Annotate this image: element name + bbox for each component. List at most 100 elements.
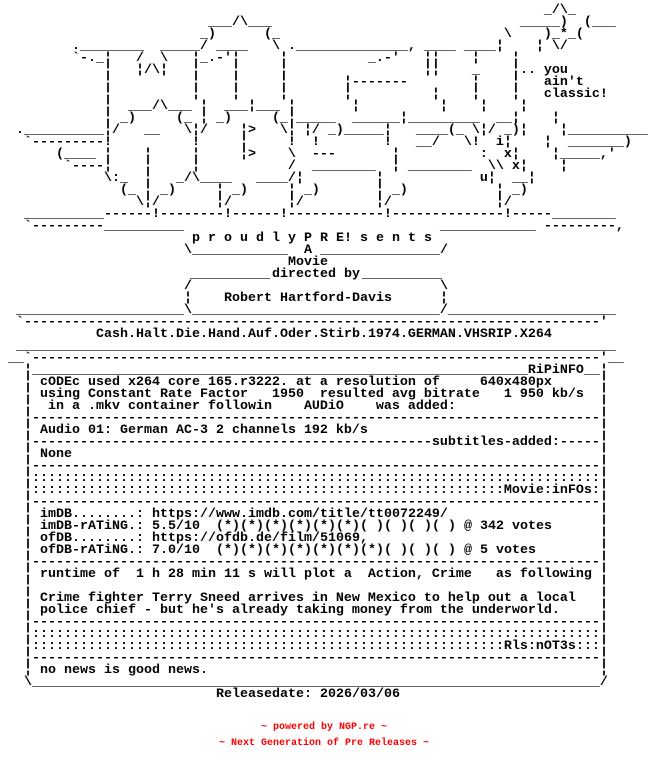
frame-line: \____________ [184, 243, 288, 258]
frame-row: ________________________________________… [0, 339, 648, 354]
a-text: A [304, 243, 312, 258]
logo-art-line: __________------!--------!------!-------… [0, 207, 616, 222]
frame-line: _____________________\__________________… [16, 303, 616, 318]
frame-line: _______________/ [320, 243, 448, 258]
codec-row: cODEc used x264 core 165.r3222. at a res… [0, 375, 648, 390]
logo-art-line: .________ _____/ ____ \ .______________,… [0, 39, 568, 54]
subtitles-info: None [32, 447, 72, 462]
colon-separator: ::::::::::::::::::::::::::::::::::::::::… [32, 627, 600, 642]
ofdb-row: ofDB........: https://ofdb.de/film/51069… [0, 531, 648, 546]
codec-info: cODEc used x264 core 165.r3222. at a res… [32, 375, 552, 390]
dash-separator: ----------------------------------------… [32, 651, 600, 666]
runtime-row: runtime of 1 h 28 min 11 s will plot a A… [0, 568, 648, 581]
frame-char: ¦ [184, 291, 192, 306]
presents-text: p r o u d l y P R E! s e n t s [192, 231, 432, 246]
frame-row: _____________________\__________________… [0, 303, 648, 318]
director-name: Robert Hartford-Davis [224, 291, 392, 306]
imdb-row: imDB........: https://www.imdb.com/title… [0, 507, 648, 522]
logo-art-line: `-._¦ / \ ¦_.-'¦ ¦ _.-' ¦¦ ¦ ¦ [0, 51, 520, 66]
notes-header: ::::::::::::::::::::::::::::::::::::::::… [0, 639, 648, 654]
logo-art-line: `---------__________ ____________ ------… [0, 219, 624, 234]
frame-line: ________________________________________… [16, 339, 616, 354]
release-date: 2026/03/06 [320, 687, 400, 702]
crf-row: using Constant Rate Factor 1950 resulted… [0, 387, 648, 402]
frame-line: `---------------------------------------… [16, 315, 608, 330]
imdb-rating-label: imDB-rATiNG.: [40, 519, 144, 534]
imdb-stars: (*)(*)(*)(*)(*)(*)( )( )( )( ) [216, 519, 456, 534]
separator: ----------------------------------------… [0, 411, 648, 426]
subtitles-bar: ----------------------------------------… [32, 435, 600, 450]
separator: ----------------------------------------… [0, 556, 648, 569]
logo-art-line: _/\_ [0, 3, 576, 18]
notes-text: no news is good news. [32, 663, 208, 678]
notes-row: no news is good news. [0, 663, 648, 678]
frame-row: `---------------------------------------… [0, 315, 648, 330]
ofdb-stars: (*)(*)(*)(*)(*)(*)(*)( )( )( ) [216, 543, 456, 558]
frame-char: \ [440, 279, 448, 294]
separator: ----------------------------------------… [0, 495, 648, 510]
audio-row: Audio 01: German AC-3 2 channels 192 kb/… [0, 423, 648, 438]
directed-by-text: directed by [272, 267, 360, 282]
separator: ::::::::::::::::::::::::::::::::::::::::… [0, 471, 648, 486]
logo-art-line: _) (_ \ )_*_( [0, 27, 584, 42]
subtitles-row: None [0, 447, 648, 462]
release-name-row: Cash.Halt.Die.Hand.Auf.Oder.Stirb.1974.G… [0, 327, 648, 342]
ofdb-rating-row: ofDB-rATiNG.: 7.0/10 (*)(*)(*)(*)(*)(*)(… [0, 543, 648, 558]
movie-info-bar: ::::::::::::::::::::::::::::::::::::::::… [32, 483, 600, 498]
dash-separator: ----------------------------------------… [32, 411, 600, 426]
movie-row: Movie [0, 255, 648, 270]
director-frame-top: / \ [0, 279, 648, 294]
logo-art-line: ¦ ¦/\¦ ¦ ¦ ¦ ¦¦ _ ¦.. you [0, 63, 568, 78]
a-row: \____________ A _______________/ [0, 243, 648, 258]
footer-tagline: ~ Next Generation of Pre Releases ~ [218, 738, 430, 749]
separator: ::::::::::::::::::::::::::::::::::::::::… [0, 627, 648, 642]
separator: ----------------------------------------… [0, 651, 648, 666]
movie-text: Movie [288, 255, 328, 270]
logo-art-line: ¦ _) (_ ¦ _) (_¦_____ ______¦_________ _… [0, 111, 560, 126]
release-date-label: Releasedate: [216, 687, 312, 702]
frame-line: \_______________________________________… [24, 675, 608, 690]
logo-art-line: `----¦ ¦ ¦ / ________ ¦ ________ \\ x¦ ¦ [0, 159, 568, 174]
logo-art-line: (____ ¦ ¦ ¦ ¦> \ --- ¦ : x¦ ¦_____,' [0, 147, 616, 162]
logo-art-line: ¦ ¦ ¦ ¦ ¦ ¦ ¦ ¦ classic! [0, 87, 608, 102]
logo-art-line: ___/\___ _____) (___ [0, 15, 616, 30]
director-row: ¦ Robert Hartford-Davis ¦ [0, 291, 648, 306]
powered-by: ~ powered by NGP.re ~ [260, 722, 388, 733]
dash-separator: ----------------------------------------… [32, 459, 600, 474]
frame-char: ¦ [440, 291, 448, 306]
imdb-rating: 5.5/10 [152, 519, 200, 534]
crf-info: using Constant Rate Factor 1950 resulted… [32, 387, 584, 402]
release-date-row: Releasedate: 2026/03/06 [0, 687, 648, 702]
ofdb-label: ofDB........: [40, 531, 144, 546]
dash-separator: ----------------------------------------… [32, 495, 600, 510]
ofdb-rating: 7.0/10 [152, 543, 200, 558]
colon-separator: ::::::::::::::::::::::::::::::::::::::::… [32, 471, 600, 486]
logo-art-line: .__________¦/ __ \¦/ ¦> \¦ ¦/ _)_____¦ _… [0, 123, 648, 138]
frame-line: __________ [362, 267, 442, 282]
notes-bar: ::::::::::::::::::::::::::::::::::::::::… [32, 639, 600, 654]
frame-line: __________ [190, 267, 270, 282]
release-name: Cash.Halt.Die.Hand.Auf.Oder.Stirb.1974.G… [96, 327, 552, 342]
logo-art-line: \¦/ ¦/ ¦/ ¦/ ¦/ [0, 195, 512, 210]
subtitles-header: ----------------------------------------… [0, 435, 648, 450]
imdb-label: imDB........: [40, 507, 144, 522]
logo-art-line: ¦ ¦ ¦ ¦ ¦------- ¦ ¦ ain't [0, 75, 584, 90]
separator: ----------------------------------------… [0, 615, 648, 630]
imdb-rating-row: imDB-rATiNG.: 5.5/10 (*)(*)(*)(*)(*)(*)(… [0, 519, 648, 534]
imdb-votes: @ 342 votes [464, 519, 552, 534]
audio-info: Audio 01: German AC-3 2 channels 192 kb/… [32, 423, 368, 438]
ofdb-rating-label: ofDB-rATiNG.: [40, 543, 144, 558]
logo-art-line: ¦ ___/\___ ¦ ___¦___ ¦ ¦ ¦ ¦ ¦ [0, 99, 528, 114]
imdb-url: https://www.imdb.com/title/tt0072249/ [152, 507, 448, 522]
separator: ----------------------------------------… [0, 459, 648, 474]
plot-line: Crime fighter Terry Sneed arrives in New… [32, 591, 576, 606]
logo-art-line: `---------! ! ¦ ! ! ! __/ \! i¦ ¦ ______… [0, 135, 632, 150]
frame-row: \_______________________________________… [0, 675, 648, 690]
frame-line: __`-------------------------------------… [0, 351, 624, 366]
ofdb-votes: @ 5 votes [464, 543, 536, 558]
logo-art-line: \:_ ¦ _/\____ ____/¦ ¦ u¦ __¦ [0, 171, 536, 186]
container-row: in a .mkv container followin AUDiO was a… [0, 400, 648, 413]
dash-separator: ----------------------------------------… [32, 615, 600, 630]
logo-art-line: (_ ¦ _) ¦ _) ¦ _) ¦ _) ¦ _) [0, 183, 528, 198]
directed-row: __________ directed by __________ [0, 267, 648, 282]
